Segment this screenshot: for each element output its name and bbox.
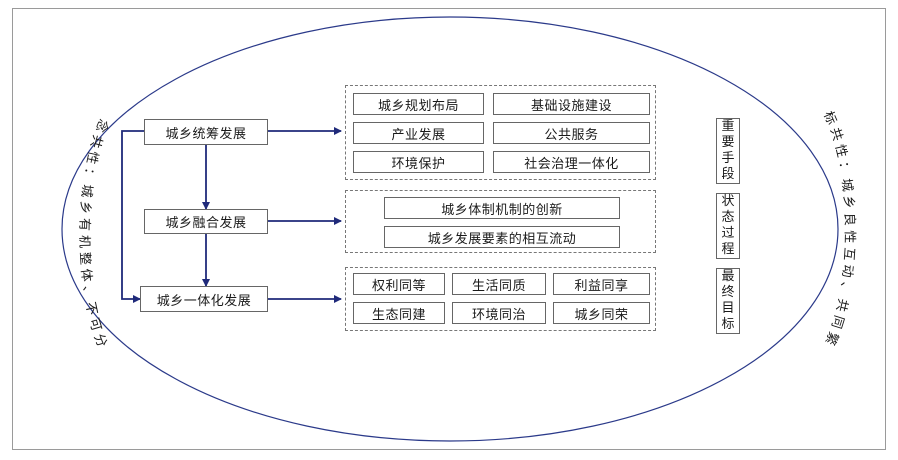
group1-item: 产业发展 xyxy=(353,122,484,144)
label-state-process: 状态过程 xyxy=(716,193,740,259)
group1-item: 城乡规划布局 xyxy=(353,93,484,115)
node-unified-development: 城乡一体化发展 xyxy=(140,286,268,312)
group3-item: 权利同等 xyxy=(353,273,445,295)
group2-item: 城乡体制机制的创新 xyxy=(384,197,620,219)
group3-item: 利益同享 xyxy=(553,273,650,295)
label-important-means: 重要手段 xyxy=(716,118,740,184)
group3-item: 城乡同荣 xyxy=(553,302,650,324)
outer-ellipse xyxy=(61,16,839,442)
group1-item: 基础设施建设 xyxy=(493,93,650,115)
group2-item: 城乡发展要素的相互流动 xyxy=(384,226,620,248)
label-ultimate-goal: 最终目标 xyxy=(716,268,740,334)
node-integrated-development: 城乡融合发展 xyxy=(144,209,268,234)
group1-item: 公共服务 xyxy=(493,122,650,144)
arrow-bypass xyxy=(121,130,144,303)
group3-item: 生活同质 xyxy=(452,273,546,295)
left-arc-label: 理念共性：城乡有机整体、不可分割 xyxy=(0,0,112,353)
group1-container xyxy=(345,85,656,180)
node-coordinated-development: 城乡统筹发展 xyxy=(144,119,268,145)
group3-item: 生态同建 xyxy=(353,302,445,324)
group1-item: 社会治理一体化 xyxy=(493,151,650,173)
group3-item: 环境同治 xyxy=(452,302,546,324)
diagram-frame xyxy=(12,8,886,450)
group1-item: 环境保护 xyxy=(353,151,484,173)
group3-container xyxy=(345,267,656,331)
group2-container xyxy=(345,190,656,253)
